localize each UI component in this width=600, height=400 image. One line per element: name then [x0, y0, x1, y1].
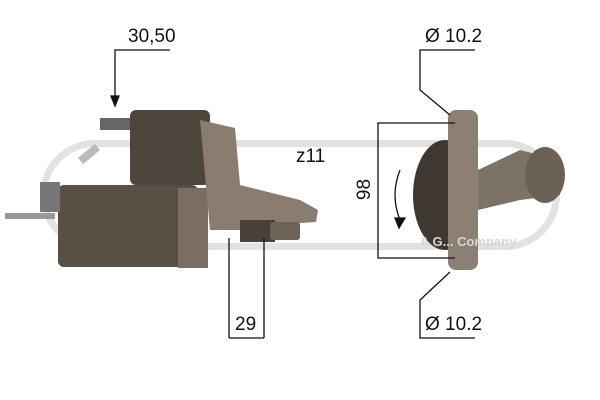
- dim-flange-diameter-top: Ø 10.2: [425, 26, 483, 47]
- solenoid: [130, 110, 210, 185]
- rotation-arrow: [394, 169, 401, 221]
- dim-30-50-leader: [114, 49, 170, 100]
- solenoid-cap: [525, 147, 565, 203]
- dim-top-leader: [419, 49, 475, 116]
- dim-flange-diameter-bottom: Ø 10.2: [425, 314, 483, 335]
- rotation-arrowhead: [394, 217, 407, 230]
- starter-side-view: [5, 110, 318, 268]
- drive-housing: [200, 120, 318, 230]
- pinion-gear: [270, 222, 300, 240]
- flange: [448, 110, 478, 270]
- dim-terminal-thread: 30,50: [128, 26, 176, 47]
- dim-bottom-leader: [419, 271, 475, 339]
- watermark-tagline: A G... Company: [420, 234, 517, 249]
- terminal-stud: [100, 118, 130, 130]
- pinion: [240, 220, 275, 242]
- arrowhead: [110, 95, 120, 108]
- motor-body: [58, 185, 198, 267]
- dim-pinion-offset: 29: [235, 314, 257, 335]
- dim-teeth-count: z11: [296, 146, 326, 167]
- terminal-wire: [78, 143, 100, 165]
- end-bracket: [40, 182, 60, 212]
- dimension-lines: [110, 49, 475, 339]
- motor-end-band: [178, 188, 208, 268]
- terminal-lug: [5, 213, 55, 219]
- starter-front-view: [413, 110, 565, 270]
- dim-mount-distance: 98: [354, 178, 376, 201]
- dim-98-bracket: [377, 122, 455, 259]
